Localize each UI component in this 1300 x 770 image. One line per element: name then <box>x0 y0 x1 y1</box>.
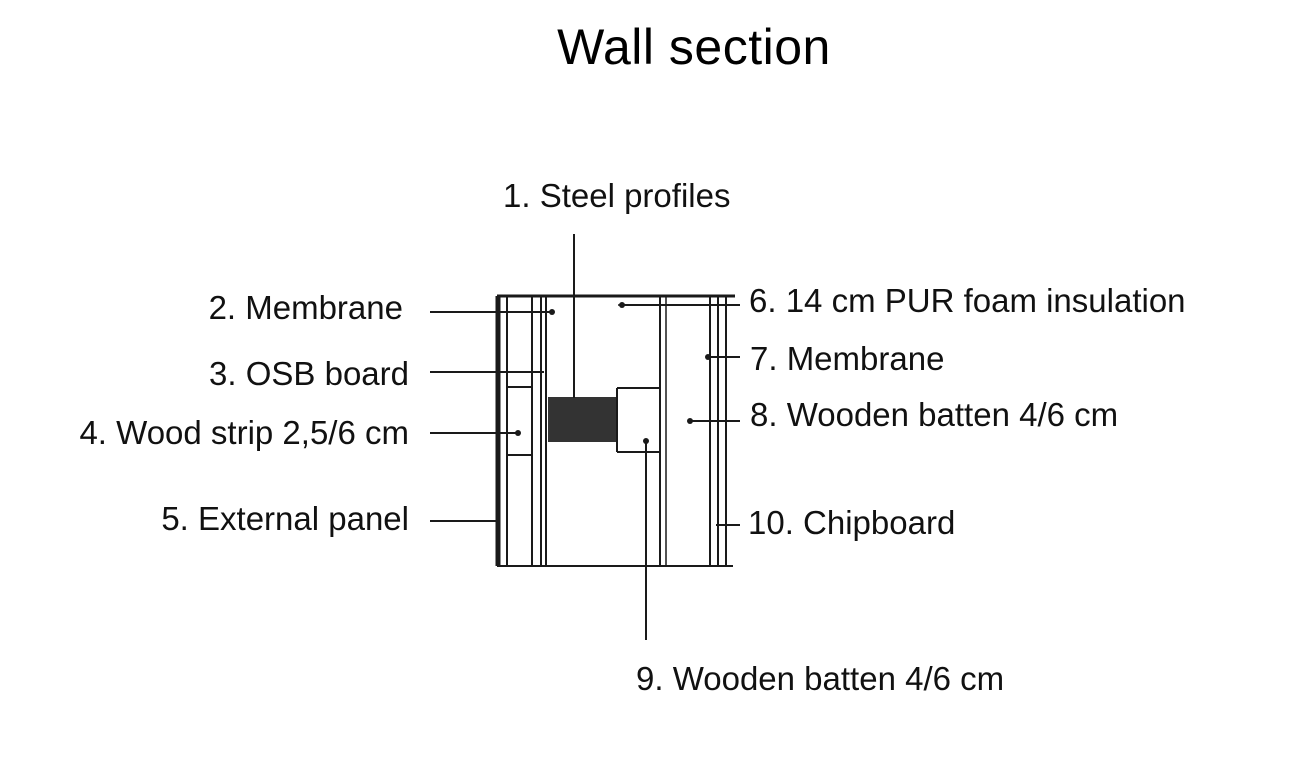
dot-membrane-outer <box>705 354 711 360</box>
dot-pur-foam <box>619 302 625 308</box>
diagram-title: Wall section <box>557 19 831 75</box>
wall-outline <box>495 294 735 567</box>
dot-wooden-batten-8 <box>687 418 693 424</box>
label-osb-board: 3. OSB board <box>209 355 409 392</box>
dot-wooden-batten-9 <box>643 438 649 444</box>
label-membrane-outer: 7. Membrane <box>750 340 945 377</box>
dot-wood-strip <box>515 430 521 436</box>
label-wooden-batten-8: 8. Wooden batten 4/6 cm <box>750 396 1119 433</box>
label-wooden-batten-9: 9. Wooden batten 4/6 cm <box>636 660 1005 697</box>
label-pur-foam: 6. 14 cm PUR foam insulation <box>749 282 1186 319</box>
label-wood-strip: 4. Wood strip 2,5/6 cm <box>79 414 409 451</box>
label-membrane-inner: 2. Membrane <box>208 289 403 326</box>
label-external-panel: 5. External panel <box>161 500 409 537</box>
steel-profile-block <box>548 397 616 442</box>
label-steel-profiles: 1. Steel profiles <box>503 177 731 214</box>
leader-lines <box>430 234 740 640</box>
label-chipboard: 10. Chipboard <box>748 504 956 541</box>
dot-membrane-inner <box>549 309 555 315</box>
leader-dots <box>515 302 711 444</box>
